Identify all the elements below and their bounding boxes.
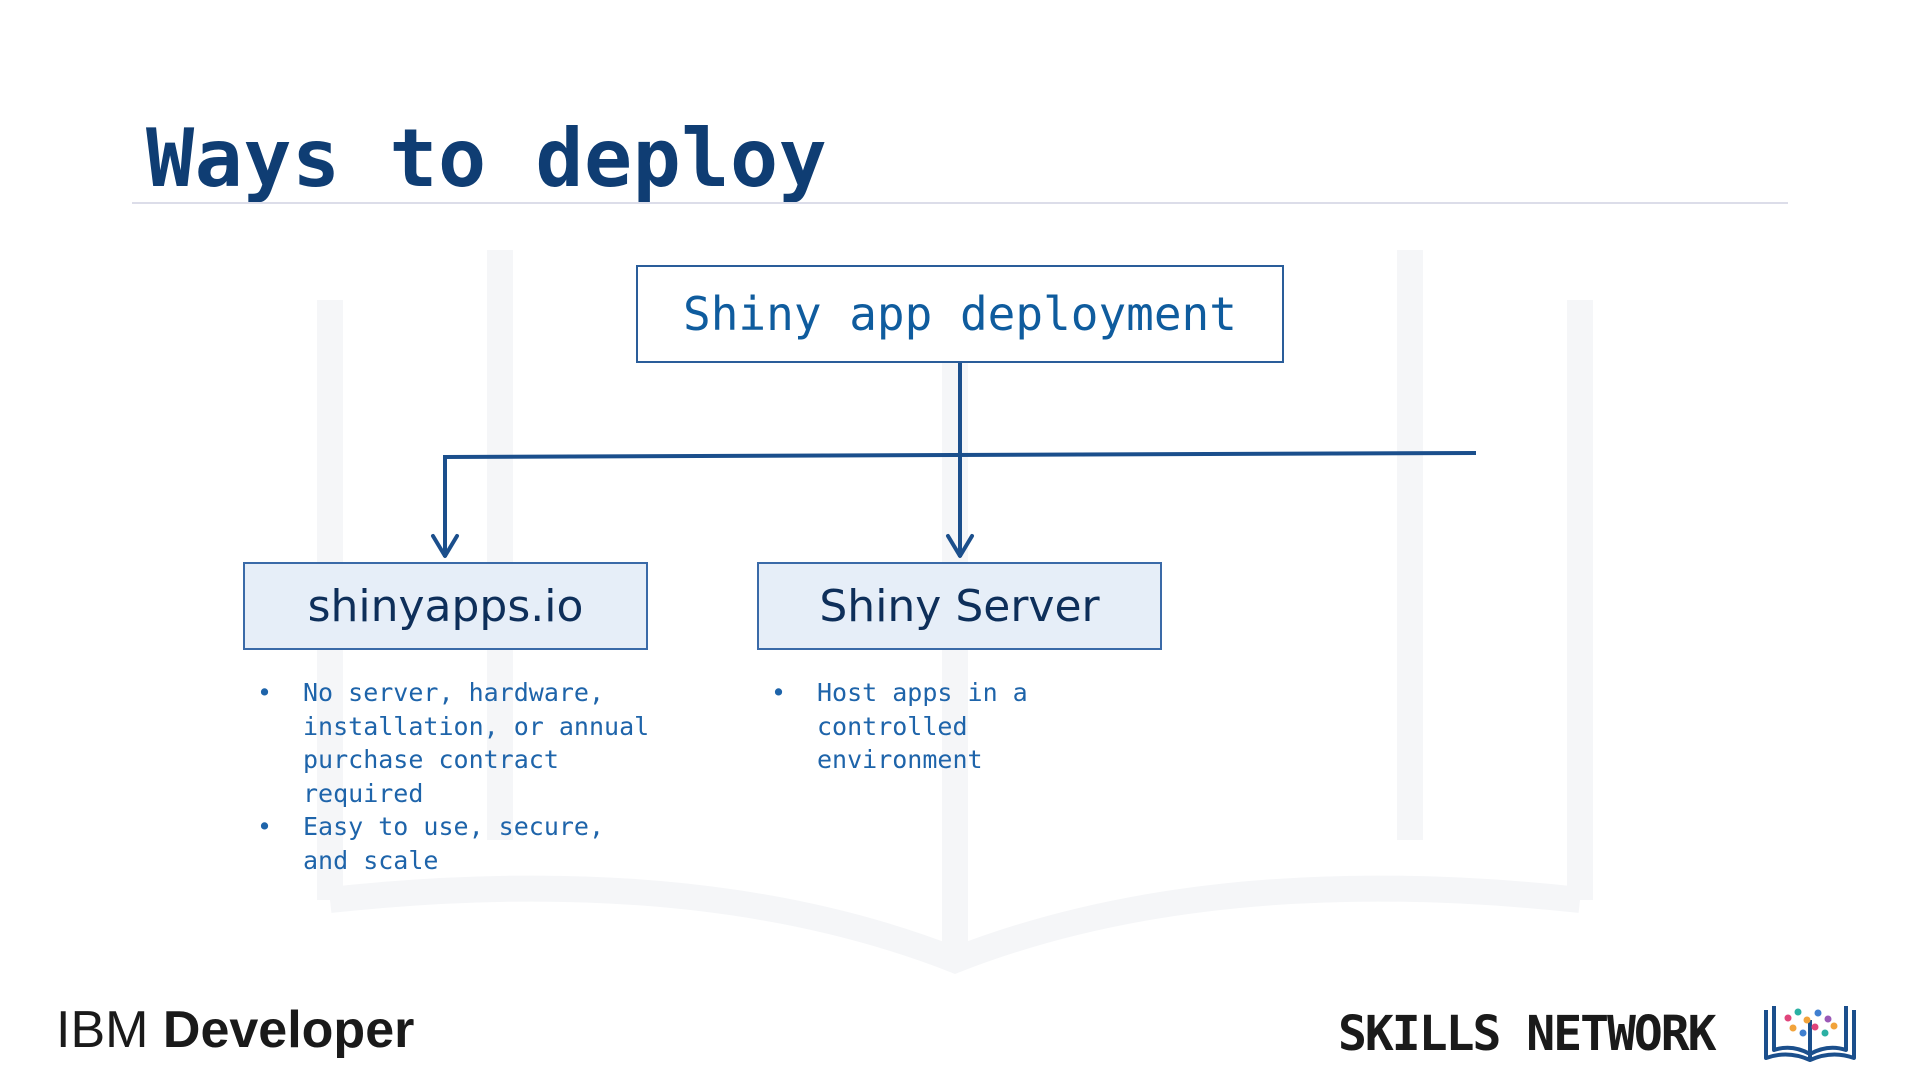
developer-word: Developer: [162, 1001, 415, 1059]
shiny-server-bullets: Host apps in a controlled environment: [771, 676, 1131, 777]
bullet-item: No server, hardware, installation, or an…: [257, 676, 657, 810]
bullet-item: Host apps in a controlled environment: [771, 676, 1131, 777]
arrowhead-shinyapps: [431, 534, 459, 558]
node-shiny-server: Shiny Server: [757, 562, 1162, 650]
arrowhead-shiny-server: [946, 534, 974, 558]
open-book-icon: [1764, 1006, 1856, 1062]
ibm-developer-logo: IBM Developer: [56, 1000, 414, 1060]
ibm-prefix: IBM: [56, 1001, 149, 1059]
skills-network-wordmark: SKILLS NETWORK: [1338, 1006, 1717, 1062]
slide-title: Ways to deploy: [146, 112, 828, 205]
node-shinyapps-io: shinyapps.io: [243, 562, 648, 650]
root-node: Shiny app deployment: [636, 265, 1284, 363]
title-divider: [132, 202, 1788, 204]
branch-line: [442, 450, 1477, 460]
shinyapps-bullets: No server, hardware, installation, or an…: [257, 676, 657, 877]
bullet-item: Easy to use, secure, and scale: [257, 810, 657, 877]
